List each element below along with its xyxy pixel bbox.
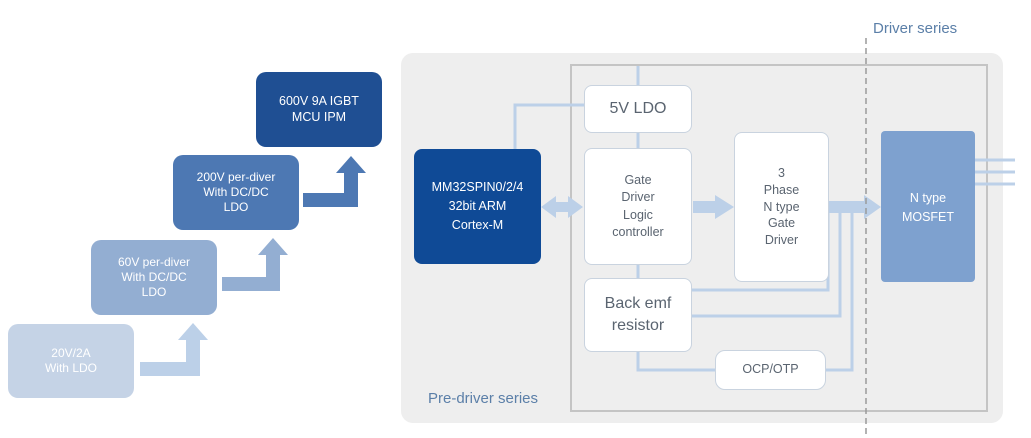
phase-driver-block: 3 Phase N type Gate Driver bbox=[734, 132, 829, 282]
step-600v: 600V 9A IGBT MCU IPM bbox=[256, 72, 382, 147]
driver-series-label: Driver series bbox=[873, 20, 958, 37]
logic-to-driver-arrow bbox=[693, 195, 734, 219]
stair-arrow-2 bbox=[222, 238, 288, 291]
gate-logic-block: Gate Driver Logic controller bbox=[584, 148, 692, 265]
inner-frame bbox=[570, 64, 988, 412]
step-20v: 20V/2A With LDO bbox=[8, 324, 134, 398]
step-200v: 200V per-diver With DC/DC LDO bbox=[173, 155, 299, 230]
signal-lines bbox=[513, 66, 1015, 372]
pre-driver-series-label: Pre-driver series bbox=[428, 390, 539, 407]
mcu-logic-double-arrow bbox=[541, 196, 583, 218]
back-emf-block: Back emf resistor bbox=[584, 278, 692, 352]
stair-arrow-1 bbox=[140, 323, 208, 376]
step-60v: 60V per-diver With DC/DC LDO bbox=[91, 240, 217, 315]
stair-arrow-3 bbox=[303, 156, 366, 207]
mcu-block: MM32SPIN0/2/4 32bit ARM Cortex-M bbox=[414, 149, 541, 264]
mosfet-block: N type MOSFET bbox=[881, 131, 975, 282]
ocp-otp-block: OCP/OTP bbox=[715, 350, 826, 390]
driver-to-mosfet-arrow bbox=[829, 195, 881, 219]
ldo-block: 5V LDO bbox=[584, 85, 692, 133]
